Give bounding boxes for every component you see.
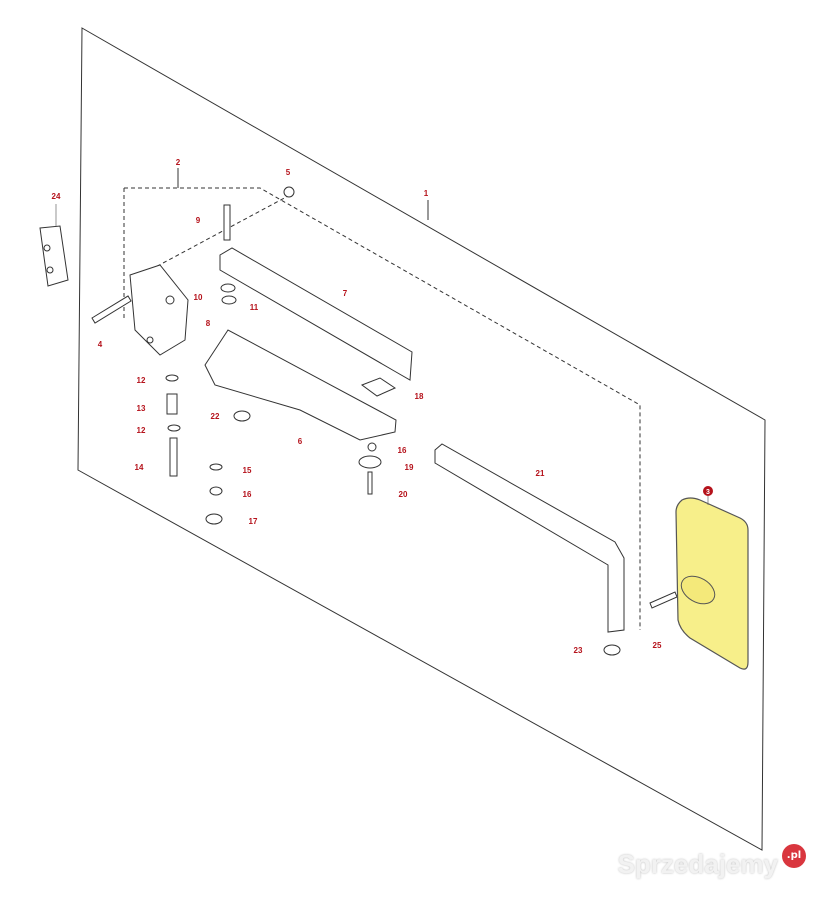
label-10: 10 (194, 293, 203, 302)
label-21: 21 (536, 469, 545, 478)
group-2-bracket (123, 187, 641, 630)
label-3: 3 (706, 489, 710, 496)
part-6-arm (204, 329, 397, 441)
label-2: 2 (176, 158, 181, 167)
part-7-arm (219, 247, 413, 381)
label-19: 19 (405, 463, 414, 472)
label-12: 12 (137, 376, 146, 385)
label-24: 24 (52, 192, 61, 201)
label-4: 4 (98, 340, 103, 349)
part-3-mirror (675, 497, 749, 670)
label-5: 5 (286, 168, 291, 177)
watermark-badge: .pl (782, 844, 806, 868)
label-12b: 12 (137, 426, 146, 435)
panel-outline (77, 27, 766, 851)
label-16b: 16 (398, 446, 407, 455)
watermark-text: Sprzedajemy (617, 849, 778, 879)
label-22: 22 (211, 412, 220, 421)
part-24-plate (39, 225, 69, 287)
label-18: 18 (415, 392, 424, 401)
label-1: 1 (424, 189, 429, 198)
label-13: 13 (137, 404, 146, 413)
label-17: 17 (249, 517, 258, 526)
label-25: 25 (653, 641, 662, 650)
label-8: 8 (206, 319, 211, 328)
label-23: 23 (574, 646, 583, 655)
part-21-rod (434, 443, 625, 633)
label-20: 20 (399, 490, 408, 499)
label-11: 11 (250, 303, 259, 312)
watermark: Sprzedajemy .pl (618, 844, 806, 880)
label-16: 16 (243, 490, 252, 499)
label-9: 9 (196, 216, 201, 225)
part-8-bracket (129, 264, 189, 356)
label-6: 6 (298, 437, 303, 446)
label-15: 15 (243, 466, 252, 475)
label-7: 7 (343, 289, 348, 298)
part-labels: 1 2 3 4 5 6 7 8 9 10 11 12 13 12 14 15 1… (52, 158, 711, 655)
label-14: 14 (135, 463, 144, 472)
